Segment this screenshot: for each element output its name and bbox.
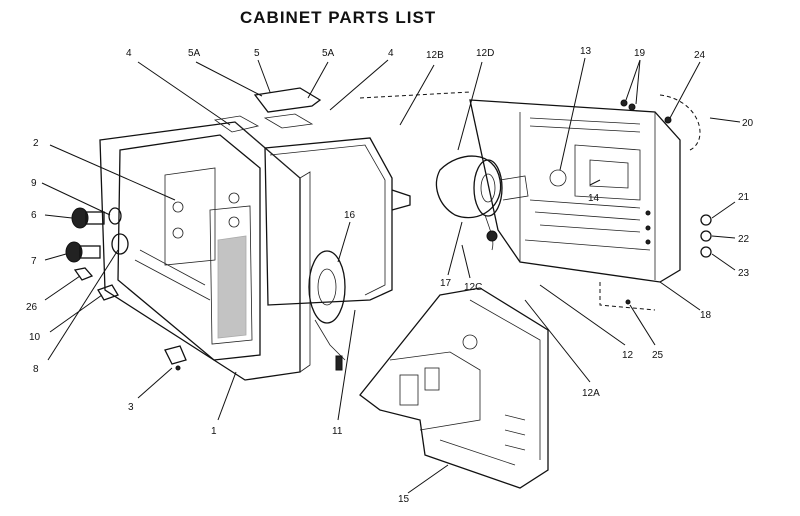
label-4-left: 4 xyxy=(126,48,132,59)
label-3: 3 xyxy=(128,402,134,413)
label-9: 9 xyxy=(31,178,37,189)
label-5a-right: 5A xyxy=(322,48,335,59)
diagram-title: CABINET PARTS LIST xyxy=(240,8,437,27)
rear-cabinet xyxy=(469,99,681,283)
label-11: 11 xyxy=(332,426,343,437)
picture-tube xyxy=(264,137,411,306)
top-bracket xyxy=(213,87,322,133)
label-8: 8 xyxy=(33,364,39,375)
label-21: 21 xyxy=(738,192,750,203)
part-labels: 1 2 3 4 4 5 5A 5A 6 7 8 9 10 11 12 12A 1… xyxy=(26,46,754,505)
label-23: 23 xyxy=(738,268,750,279)
label-18: 18 xyxy=(700,310,712,321)
deflection-yoke xyxy=(435,155,529,251)
label-19: 19 xyxy=(634,48,646,59)
front-cabinet-bezel xyxy=(99,121,311,381)
label-24: 24 xyxy=(694,50,706,61)
speaker xyxy=(308,250,346,371)
small-parts xyxy=(65,99,712,371)
label-14: 14 xyxy=(588,193,600,204)
dashed-outlines xyxy=(359,91,656,311)
label-26: 26 xyxy=(26,302,38,313)
label-12d: 12D xyxy=(476,48,494,59)
label-20: 20 xyxy=(742,118,754,129)
label-16: 16 xyxy=(344,210,356,221)
label-1: 1 xyxy=(211,426,217,437)
label-12c: 12C xyxy=(464,282,482,293)
label-2: 2 xyxy=(33,138,39,149)
label-4-right: 4 xyxy=(388,48,394,59)
label-5a-left: 5A xyxy=(188,48,201,59)
label-22: 22 xyxy=(738,234,750,245)
label-12a: 12A xyxy=(582,388,600,399)
label-12b: 12B xyxy=(426,50,444,61)
label-12: 12 xyxy=(622,350,634,361)
label-13: 13 xyxy=(580,46,592,57)
label-10: 10 xyxy=(29,332,41,343)
leader-lines xyxy=(41,57,741,494)
label-15: 15 xyxy=(398,494,410,505)
label-7: 7 xyxy=(31,256,37,267)
chassis xyxy=(359,287,549,489)
label-5: 5 xyxy=(254,48,260,59)
label-17: 17 xyxy=(440,278,452,289)
label-25: 25 xyxy=(652,350,664,361)
label-6: 6 xyxy=(31,210,37,221)
